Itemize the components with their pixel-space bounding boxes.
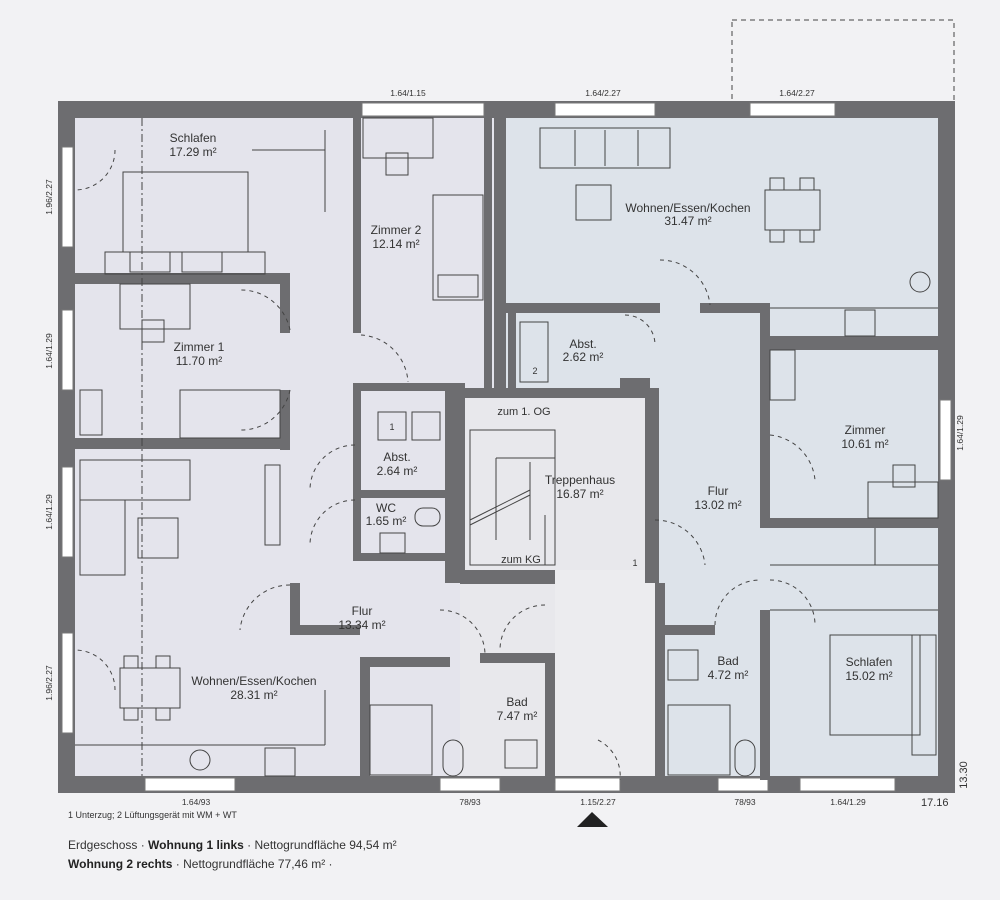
legend-prefix: Erdgeschoss · bbox=[68, 838, 149, 852]
device-marker-1: 1 bbox=[389, 422, 394, 432]
beam-marker: 1 bbox=[632, 558, 637, 568]
window-dimension: 1.64/1.15 bbox=[390, 88, 426, 98]
window-dimension: 78/93 bbox=[459, 797, 481, 807]
building-depth: 13.30 bbox=[958, 761, 970, 789]
outer-walls bbox=[58, 101, 955, 793]
furniture bbox=[75, 117, 939, 777]
door-swings bbox=[74, 149, 816, 781]
entrance-arrow bbox=[577, 812, 608, 827]
legend-apartment-1: Wohnung 1 links bbox=[148, 838, 244, 852]
window-dimension: 1.64/1.29 bbox=[44, 333, 54, 369]
legend-area-1: · Nettogrundfläche 94,54 m² bbox=[243, 838, 397, 852]
building-width: 17.16 bbox=[921, 797, 949, 809]
entrance-corridor bbox=[555, 570, 655, 790]
stair-down-label: zum KG bbox=[501, 554, 541, 566]
legend-line-2: Wohnung 2 rechts · Nettogrundfläche 77,4… bbox=[68, 857, 333, 871]
window-dimension: 1.64/93 bbox=[182, 797, 211, 807]
room-label: Abst.2.64 m² bbox=[377, 450, 418, 478]
window-dimension: 1.64/2.27 bbox=[585, 88, 621, 98]
balcony-outline bbox=[731, 19, 955, 104]
window-dimension: 1.64/1.29 bbox=[955, 415, 965, 451]
interior-walls bbox=[75, 118, 945, 783]
footnote: 1 Unterzug; 2 Lüftungsgerät mit WM + WT bbox=[68, 810, 237, 820]
windows bbox=[61, 102, 952, 792]
window-dimension: 1.64/2.27 bbox=[779, 88, 815, 98]
legend-area-2: · Nettogrundfläche 77,46 m² · bbox=[172, 857, 333, 871]
room-label: Abst.2.62 m² bbox=[563, 337, 604, 364]
legend-apartment-2: Wohnung 2 rechts bbox=[68, 857, 173, 871]
stair-up-label: zum 1. OG bbox=[497, 406, 550, 418]
window-dimension: 1.96/2.27 bbox=[44, 179, 54, 215]
device-marker-2: 2 bbox=[532, 366, 537, 376]
window-dimension: 1.64/1.29 bbox=[830, 797, 866, 807]
window-dimension: 1.64/1.29 bbox=[44, 494, 54, 530]
window-dimension: 1.15/2.27 bbox=[580, 797, 616, 807]
window-dimension: 78/93 bbox=[734, 797, 756, 807]
window-dimension: 1.96/2.27 bbox=[44, 665, 54, 701]
legend-line-1: Erdgeschoss · Wohnung 1 links · Nettogru… bbox=[68, 838, 397, 852]
